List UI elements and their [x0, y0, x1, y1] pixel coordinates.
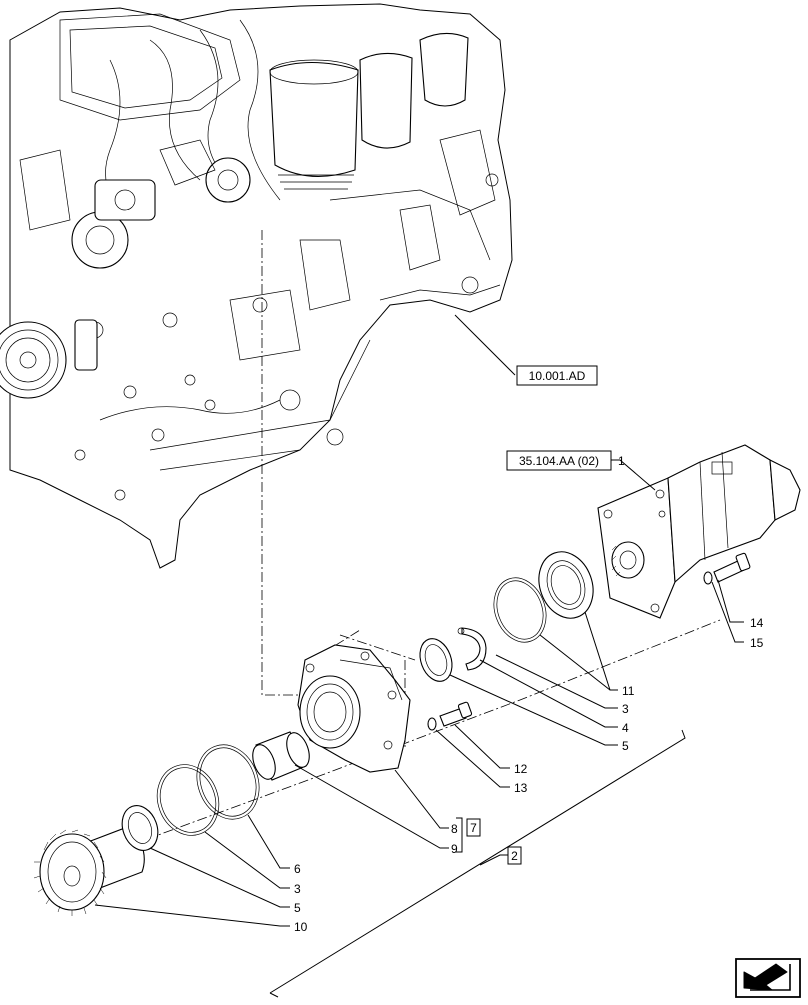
callout-13: 13 [514, 781, 528, 795]
callout-5-lower: 5 [294, 901, 301, 915]
adapter-housing [297, 644, 411, 773]
shim-washer-lower [121, 805, 159, 851]
callout-8: 8 [451, 822, 458, 836]
callout-12: 12 [514, 762, 528, 776]
reference-pump[interactable]: 35.104.AA (02) [506, 450, 612, 471]
engine-assembly [0, 3, 513, 569]
callout-3-upper: 3 [622, 702, 629, 716]
callout-10: 10 [294, 920, 308, 934]
drive-gear [33, 825, 145, 916]
callout-15: 15 [750, 636, 764, 650]
hydraulic-pump [597, 444, 801, 619]
callout-6: 6 [294, 862, 301, 876]
callout-5-upper: 5 [622, 739, 629, 753]
seal-ring [538, 551, 594, 619]
bushing-sleeve [252, 731, 310, 781]
leader-lines [94, 314, 744, 998]
shim-and-circlip [419, 627, 487, 682]
bolt-and-washer [427, 701, 473, 731]
reference-pump-label: 35.104.AA (02) [519, 454, 599, 468]
o-ring-upper [493, 577, 547, 643]
callout-11: 11 [622, 684, 635, 698]
callout-1: 1 [618, 454, 625, 468]
callout-7-box: 7 [466, 818, 481, 837]
reference-engine-label: 10.001.AD [529, 369, 586, 383]
callout-14: 14 [750, 616, 764, 630]
callout-7: 7 [470, 821, 477, 835]
callout-3-lower: 3 [294, 882, 301, 896]
callout-9: 9 [451, 842, 458, 856]
o-rings-lower [156, 744, 260, 836]
callout-2: 2 [511, 849, 518, 863]
callouts: 1 14 15 11 3 4 5 12 13 8 9 6 3 5 10 [294, 454, 764, 934]
pump-bolt-and-washer [703, 552, 751, 585]
reference-engine[interactable]: 10.001.AD [516, 365, 598, 386]
callout-4: 4 [622, 721, 629, 735]
next-page-arrow-icon[interactable] [735, 958, 801, 998]
callout-2-box: 2 [507, 846, 522, 865]
